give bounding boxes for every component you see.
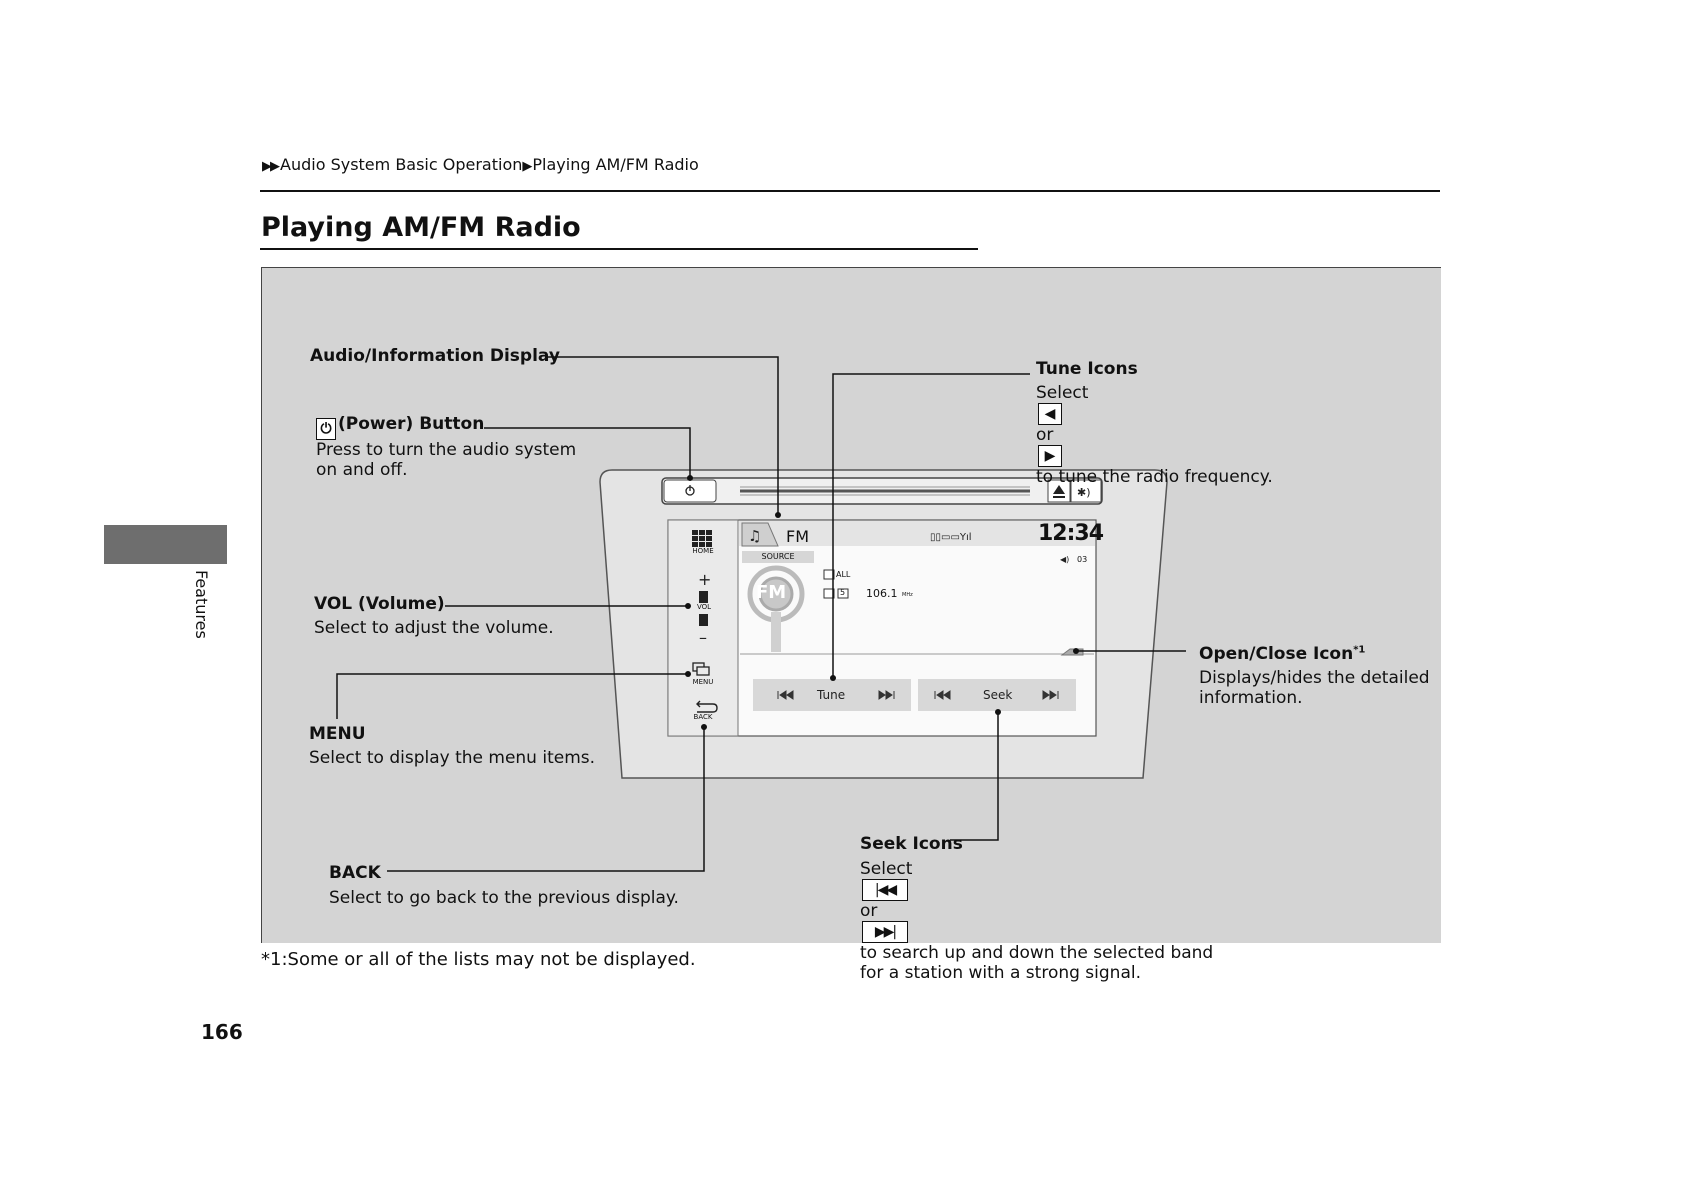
left-key-strip <box>667 519 739 737</box>
fm-logo <box>747 565 805 652</box>
home-label: HOME <box>692 547 714 555</box>
band-label: FM <box>786 527 810 546</box>
music-note-icon: ♫ <box>748 527 761 545</box>
page-number: 166 <box>201 1020 243 1044</box>
title-rule <box>260 248 978 250</box>
preset-number: 5 <box>840 588 846 597</box>
double-triangle-icon: ▶▶ <box>262 159 280 174</box>
leader-dots <box>685 475 1079 730</box>
breadcrumb-current: Playing AM/FM Radio <box>532 155 699 174</box>
preset-icon <box>823 588 835 599</box>
power-icon: ⏻ <box>316 418 336 440</box>
speaker-icon: ◀) <box>1060 555 1069 564</box>
leader-power <box>484 427 691 478</box>
tune-right-icon <box>878 690 895 700</box>
screen-top-bar <box>739 521 1095 546</box>
audio-source-icon: ✱) <box>1077 486 1091 499</box>
callout-seek-label: Seek Icons <box>860 834 963 854</box>
menu-icon <box>692 662 710 676</box>
seek-up-icon: ▶▶| <box>862 921 908 943</box>
seek-down-icon <box>934 690 951 700</box>
leader-tune <box>832 373 1030 678</box>
callout-tune-label: Tune Icons <box>1036 359 1138 379</box>
fm-logo-text: FM <box>756 582 787 603</box>
audio-tab <box>741 522 779 547</box>
callout-vol-label: VOL (Volume) <box>314 594 445 614</box>
back-label: BACK <box>693 713 713 721</box>
footnote: *1:Some or all of the lists may not be d… <box>261 949 696 970</box>
callout-back-label: BACK <box>329 863 381 883</box>
leader-back <box>387 727 705 872</box>
callout-vol-desc: Select to adjust the volume. <box>314 618 554 638</box>
frequency-unit: MHz <box>902 592 913 598</box>
power-icon <box>685 485 695 496</box>
tune-button-label: Tune <box>817 688 846 702</box>
leader-seek <box>950 712 999 841</box>
menu-label: MENU <box>692 678 714 686</box>
back-icon <box>696 700 718 713</box>
eject-icon <box>1053 485 1065 498</box>
seek-down-icon: |◀◀ <box>862 879 908 901</box>
callout-display-label: Audio/Information Display <box>310 346 560 366</box>
leader-menu <box>336 673 688 719</box>
vol-bar-lower <box>699 614 708 626</box>
section-tab <box>104 525 227 564</box>
frequency: 106.1 <box>866 587 898 600</box>
svg-text:–: – <box>699 628 707 647</box>
triangle-icon: ▶ <box>522 159 532 174</box>
tune-left-icon <box>777 690 794 700</box>
home-icon <box>692 530 712 547</box>
screen-clock: 12:34 <box>1038 521 1104 546</box>
vol-bar-upper <box>699 591 708 603</box>
seek-up-icon <box>1042 690 1059 700</box>
source-label: SOURCE <box>761 552 795 561</box>
breadcrumb: ▶▶Audio System Basic Operation▶Playing A… <box>262 155 699 174</box>
page-title: Playing AM/FM Radio <box>261 212 581 243</box>
vol-label: VOL <box>696 603 712 611</box>
callout-menu-desc: Select to display the menu items. <box>309 748 596 768</box>
random-icon <box>823 569 835 580</box>
callout-openclose-label: Open/Close Icon*1 <box>1199 644 1366 664</box>
channel-number: 03 <box>1077 555 1088 564</box>
tune-right-icon: ▶ <box>1038 445 1062 467</box>
leader-lines <box>336 356 1186 872</box>
status-icons: ▯▯▭▭Yıl <box>930 532 972 543</box>
all-label: ALL <box>836 570 851 579</box>
callout-power-label: ⏻(Power) Button <box>314 414 484 440</box>
svg-text:+: + <box>698 570 711 589</box>
section-tab-label: Features <box>192 570 211 639</box>
leader-display <box>547 356 779 515</box>
header-rule <box>260 190 1440 192</box>
callout-seek-desc: Select|◀◀or▶▶|to search up and down the … <box>860 859 1214 983</box>
audio-source-button <box>1070 479 1102 503</box>
source-button <box>742 551 814 563</box>
callout-tune-desc: Select◀or▶to tune the radio frequency. <box>1036 383 1273 487</box>
preset-number-box <box>837 588 849 599</box>
callout-back-desc: Select to go back to the previous displa… <box>329 888 679 908</box>
breadcrumb-parent: Audio System Basic Operation <box>280 155 523 174</box>
tune-left-icon: ◀ <box>1038 403 1062 425</box>
callout-menu-label: MENU <box>309 724 366 744</box>
seek-button-label: Seek <box>983 688 1013 702</box>
